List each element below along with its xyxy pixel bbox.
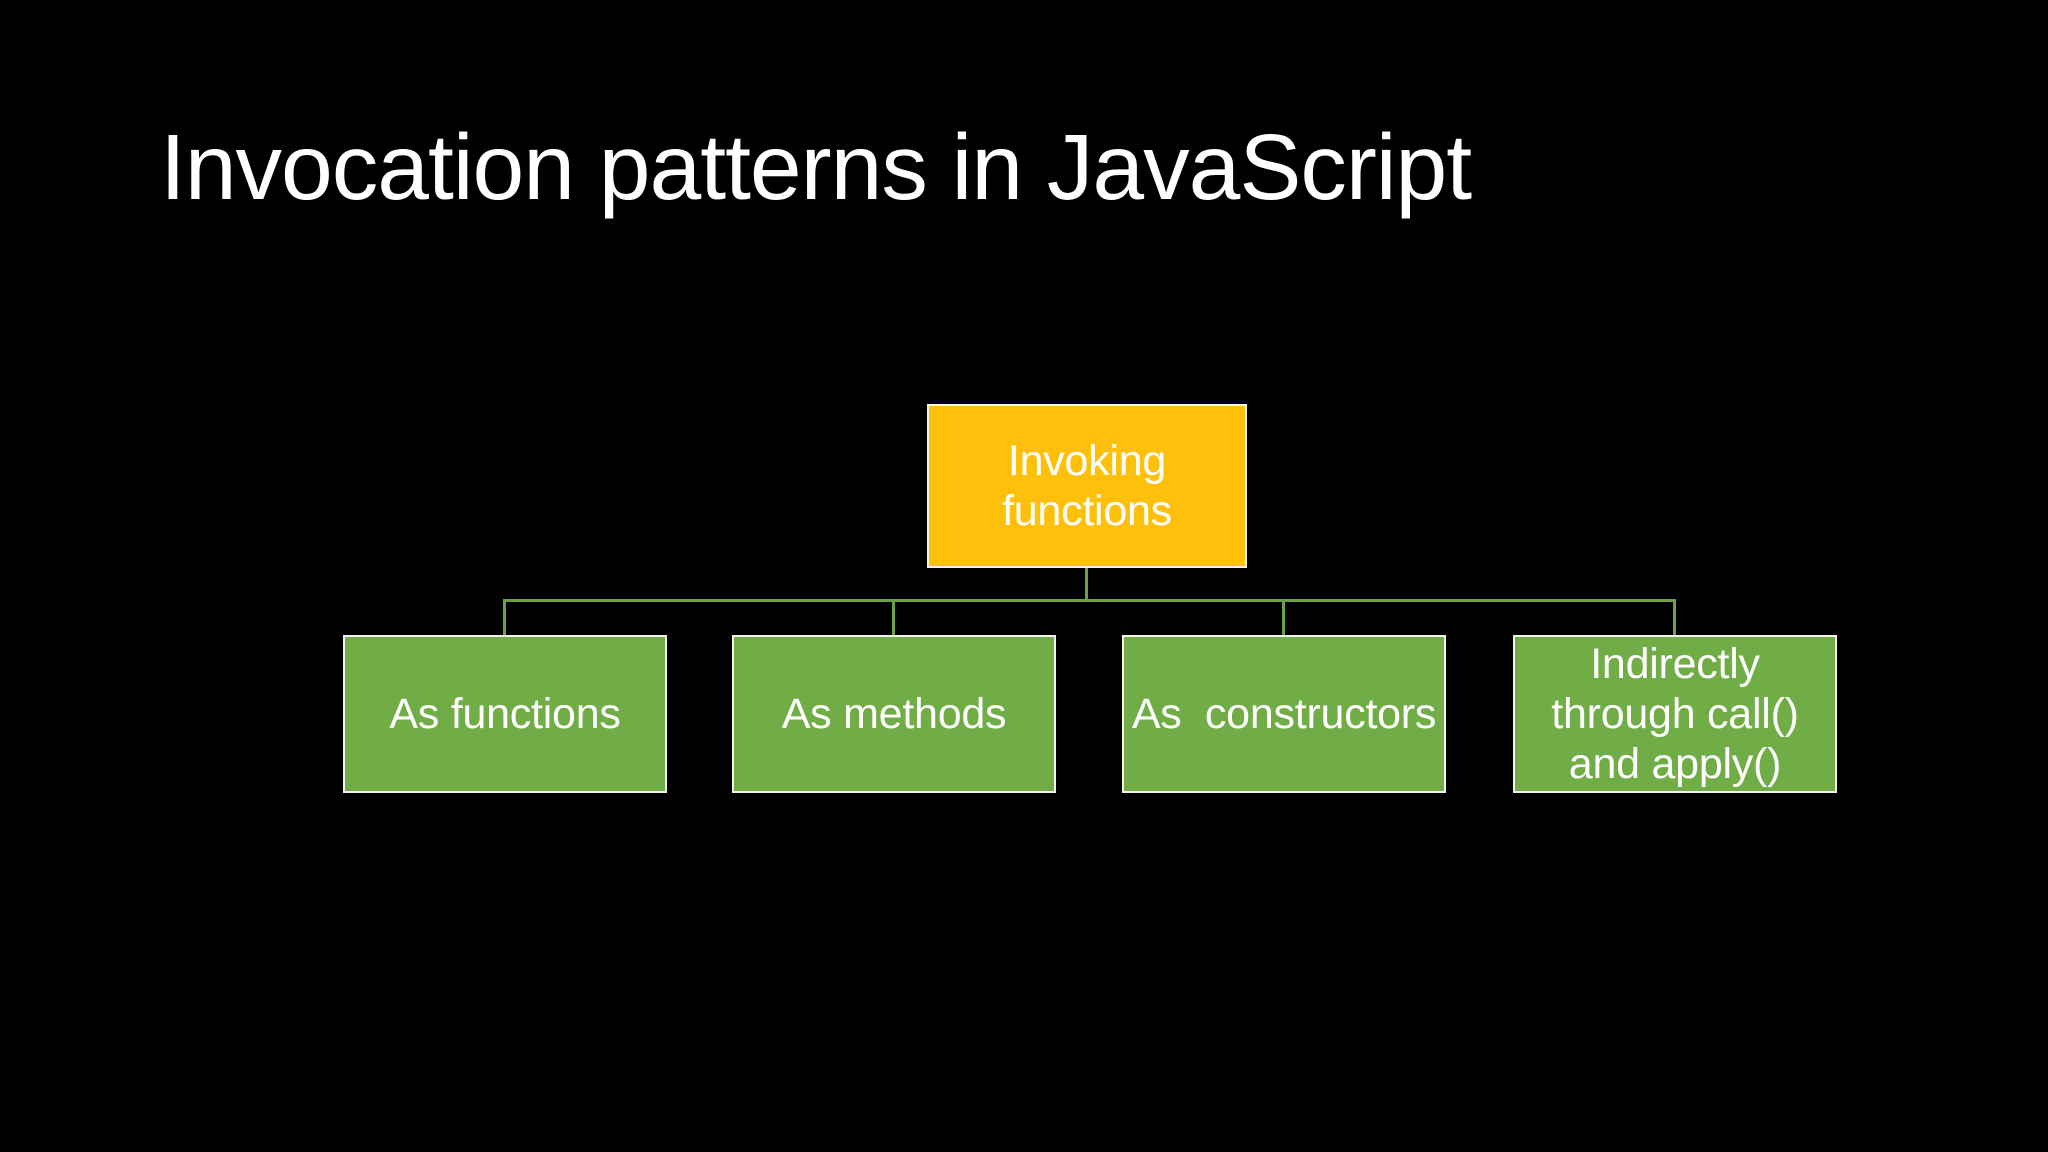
node-as-methods: As methods xyxy=(732,635,1056,793)
node-as-constructors: As constructors xyxy=(1122,635,1446,793)
node-indirectly-call-apply: Indirectly through call() and apply() xyxy=(1513,635,1837,793)
slide-title: Invocation patterns in JavaScript xyxy=(160,115,1472,219)
node-as-constructors-label: As constructors xyxy=(1131,689,1437,738)
node-as-functions-label: As functions xyxy=(389,689,621,738)
node-invoking-functions: Invoking functions xyxy=(927,404,1247,568)
connector-drop-2 xyxy=(892,601,895,635)
connector-drop-3 xyxy=(1282,601,1285,635)
connector-stem xyxy=(1085,568,1088,601)
connector-rail xyxy=(503,599,1676,602)
connector-drop-1 xyxy=(503,601,506,635)
node-indirectly-call-apply-label: Indirectly through call() and apply() xyxy=(1551,639,1799,789)
node-as-methods-label: As methods xyxy=(781,689,1007,738)
connector-drop-4 xyxy=(1673,601,1676,635)
node-as-functions: As functions xyxy=(343,635,667,793)
node-invoking-functions-label: Invoking functions xyxy=(1002,436,1172,535)
